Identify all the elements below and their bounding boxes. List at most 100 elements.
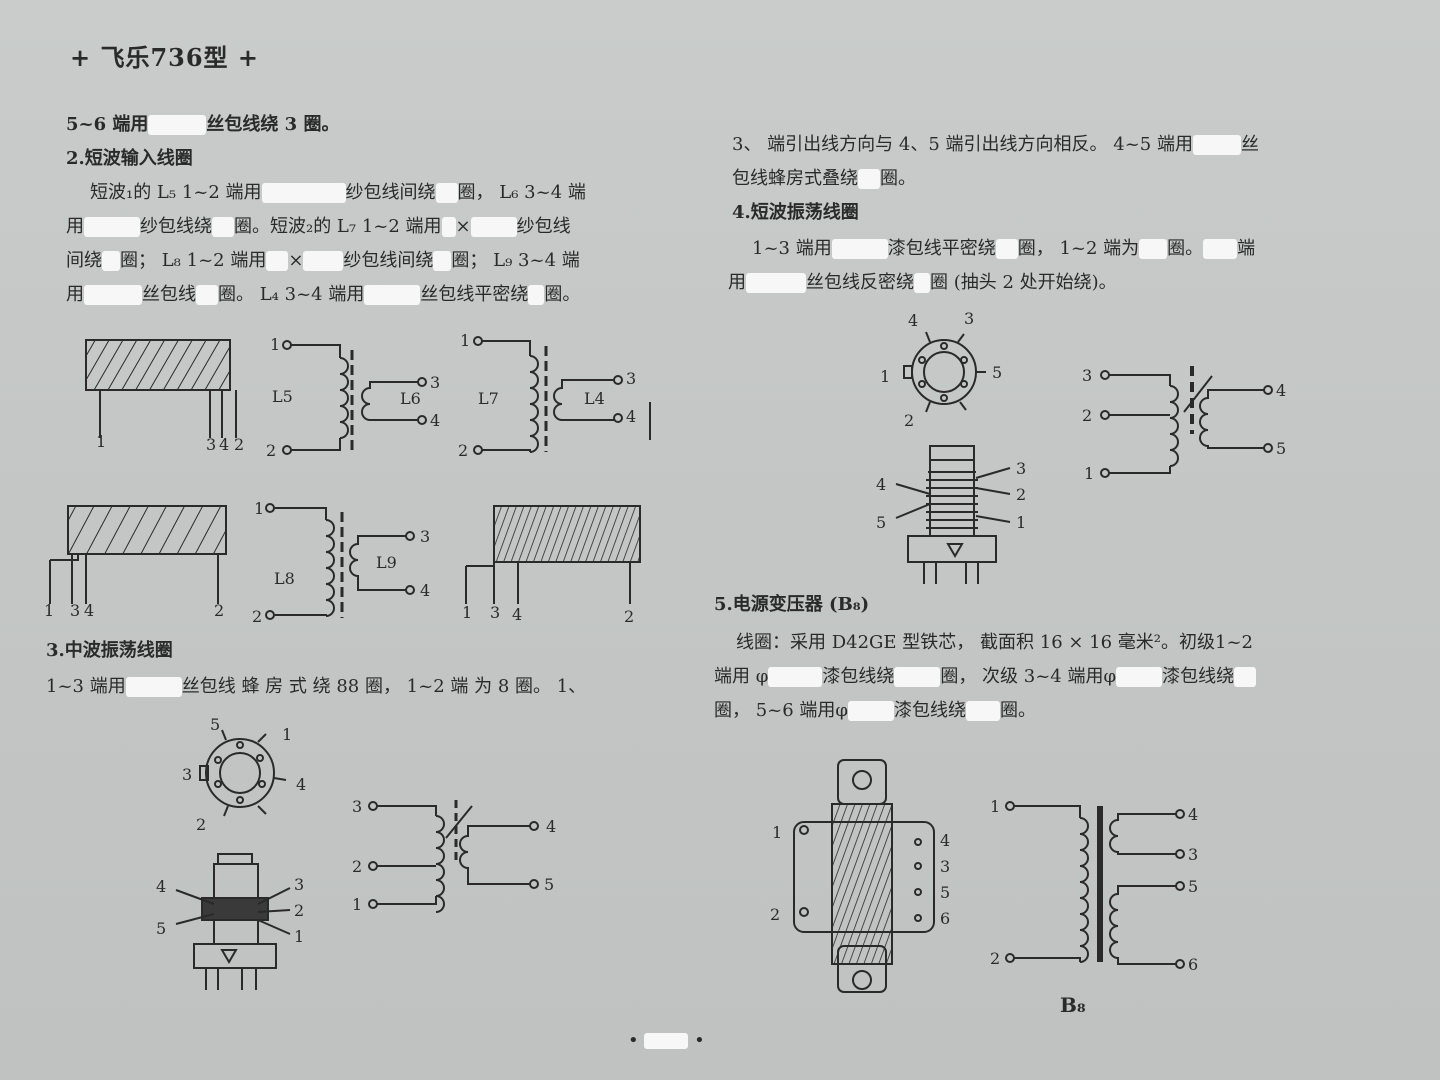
terminal-label: 2 [1082, 406, 1092, 425]
coil-label-l4: L4 [584, 389, 605, 408]
terminal-label: 1 [294, 927, 304, 946]
section-heading-3: 3.中波振荡线圈 [46, 640, 173, 661]
terminal-label: 2 [458, 441, 468, 460]
paragraph-line: 用纱包线绕圈。短波₂的 L₇ 1~2 端用×纱包线 [66, 216, 571, 237]
terminal-label: 2 [770, 905, 780, 924]
terminal-label: 5 [156, 919, 166, 938]
terminal-label: 5 [544, 875, 554, 894]
redaction [644, 1033, 689, 1049]
coil-label-l8: L8 [274, 569, 295, 588]
coil-form-drawing-3 [465, 505, 641, 604]
terminal-label: 3 [626, 369, 636, 388]
paragraph-line: 用丝包线圈。 L₄ 3~4 端用丝包线平密绕圈。 [66, 284, 581, 305]
terminal-label: 5 [876, 513, 886, 532]
transformer-schematic [1005, 801, 1185, 969]
terminal-label: 3 [940, 857, 950, 876]
terminal-label: 3 [490, 603, 500, 622]
terminal-label: 5 [1188, 877, 1198, 896]
paragraph-line: 间绕圈； L₈ 1~2 端用×纱包线间绕圈； L₉ 3~4 端 [66, 250, 580, 271]
terminal-label: 2 [252, 607, 262, 626]
text-line-5-6: 5~6 端用丝包线绕 3 圈。 [66, 114, 340, 135]
terminal-label: 5 [1276, 439, 1286, 458]
terminal-label: 5 [210, 715, 220, 734]
terminal-label: 4 [908, 311, 918, 330]
paragraph-line: 用丝包线反密绕圈 (抽头 2 处开始绕)。 [728, 272, 1117, 293]
paragraph-line: 1~3 端用漆包线平密绕圈， 1~2 端为圈。端 [752, 238, 1256, 259]
terminal-label: 4 [296, 775, 306, 794]
terminal-label: 3 [182, 765, 192, 784]
coil-side-view-sw [895, 445, 1011, 584]
coil-label-l5: L5 [272, 387, 293, 406]
paragraph-line: 3、 端引出线方向与 4、5 端引出线方向相反。 4~5 端用丝 [732, 134, 1259, 155]
terminal-label: 1 [254, 499, 264, 518]
terminal-label: 1 [880, 367, 890, 386]
sw-osc-schematic [1100, 366, 1273, 478]
terminal-label: 1 [990, 797, 1000, 816]
redaction [148, 115, 207, 135]
section-heading-2: 2.短波输入线圈 [66, 148, 193, 169]
terminal-label: 6 [1188, 955, 1198, 974]
terminal-label: 2 [990, 949, 1000, 968]
socket-top-view-mw [199, 729, 287, 817]
terminal-label: 2 [294, 901, 304, 920]
mw-osc-schematic [368, 800, 539, 913]
terminal-label: 3 [70, 601, 80, 620]
paragraph-line: 线圈：采用 D42GE 型铁芯， 截面积 16 × 16 毫米²。初级1~2 [736, 632, 1253, 653]
terminal-label: 4 [84, 601, 94, 620]
section-heading-5: 5.电源变压器 (B₈) [714, 594, 870, 615]
terminal-label: 3 [352, 797, 362, 816]
paragraph-line: 包线蜂房式叠绕圈。 [732, 168, 916, 189]
terminal-label: 4 [940, 831, 950, 850]
coil-form-drawing-2 [49, 505, 227, 604]
terminal-label: 5 [940, 883, 950, 902]
terminal-label: 2 [1016, 485, 1026, 504]
coil-label-l9: L9 [376, 553, 397, 572]
terminal-label: 1 [44, 601, 54, 620]
terminal-label: 1 [1016, 513, 1026, 532]
terminal-label: 3 [420, 527, 430, 546]
terminal-label: 3 [206, 435, 216, 454]
terminal-label: 4 [1188, 805, 1198, 824]
terminal-label: 1 [1084, 464, 1094, 483]
coil-label-l7: L7 [478, 389, 499, 408]
terminal-label: 4 [420, 581, 430, 600]
terminal-label: 5 [992, 363, 1002, 382]
terminal-label: 2 [214, 601, 224, 620]
terminal-label: 4 [156, 877, 166, 896]
terminal-label: 3 [1188, 845, 1198, 864]
terminal-label: 2 [266, 441, 276, 460]
terminal-label: 1 [282, 725, 292, 744]
terminal-label: 1 [352, 895, 362, 914]
terminal-label: 4 [1276, 381, 1286, 400]
terminal-label: 4 [430, 411, 440, 430]
page-number: • • [628, 1030, 705, 1051]
terminal-label: 3 [430, 373, 440, 392]
l8-l9-schematic [265, 503, 415, 620]
l5-l6-schematic [282, 340, 427, 455]
terminal-label: 2 [352, 857, 362, 876]
transformer-label: B₈ [1060, 993, 1086, 1017]
terminal-label: 2 [624, 607, 634, 626]
terminal-label: 1 [772, 823, 782, 842]
terminal-label: 4 [219, 435, 229, 454]
coil-label-l6: L6 [400, 389, 421, 408]
terminal-label: 2 [234, 435, 244, 454]
terminal-label: 4 [546, 817, 556, 836]
paragraph-line: 短波₁的 L₅ 1~2 端用纱包线间绕圈， L₆ 3~4 端 [90, 182, 586, 203]
paragraph-line: 1~3 端用丝包线 蜂 房 式 绕 88 圈， 1~2 端 为 8 圈。 1、 [46, 676, 587, 697]
terminal-label: 2 [904, 411, 914, 430]
l7-l4-schematic [473, 336, 651, 455]
section-heading-4: 4.短波振荡线圈 [732, 202, 859, 223]
coil-form-drawing-1 [85, 339, 237, 438]
coil-side-view-mw [175, 853, 291, 990]
terminal-label: 4 [512, 605, 522, 624]
terminal-label: 3 [1082, 366, 1092, 385]
terminal-label: 3 [964, 309, 974, 328]
terminal-label: 2 [196, 815, 206, 834]
terminal-label: 6 [940, 909, 950, 928]
terminal-label: 1 [96, 432, 106, 451]
